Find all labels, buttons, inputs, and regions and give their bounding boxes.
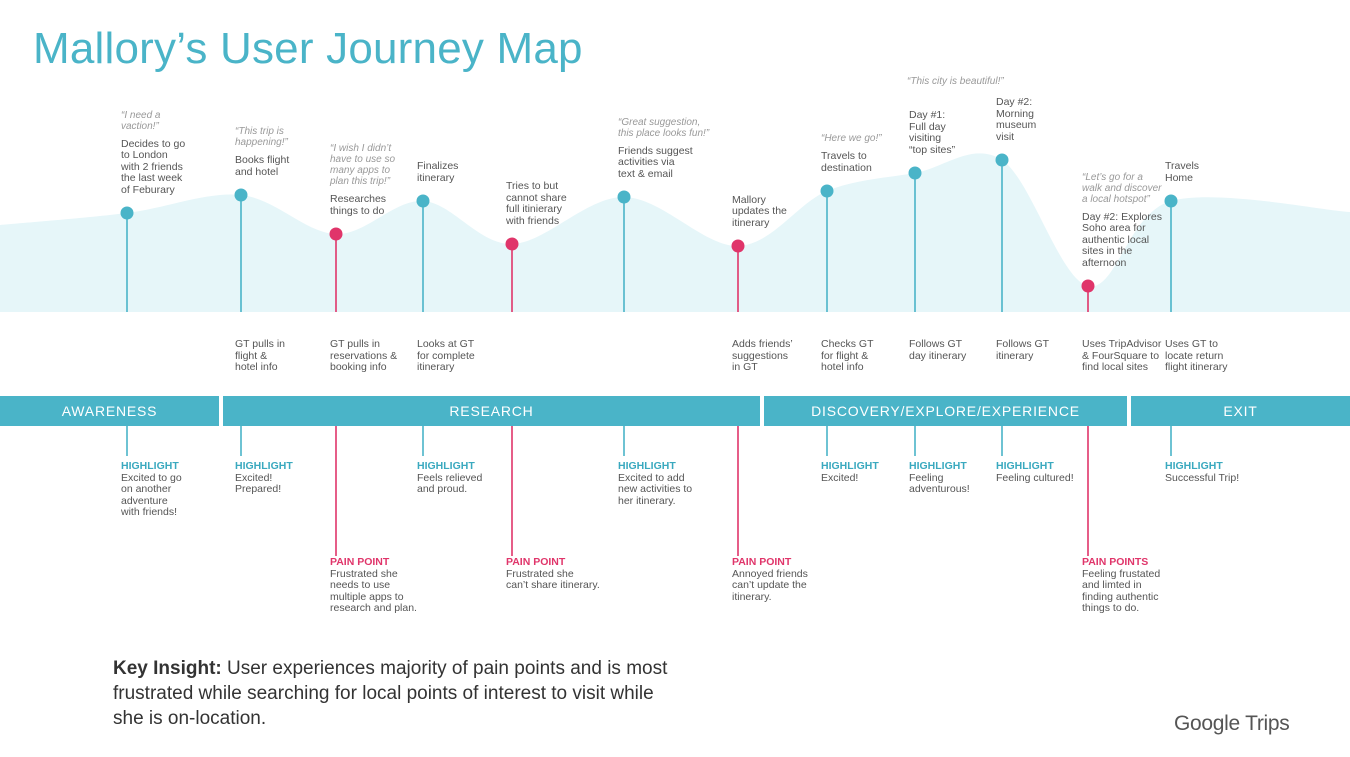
step-12-action: Travels Home <box>1165 160 1200 184</box>
step-2-dot <box>234 188 248 202</box>
step-9-dot <box>908 166 922 180</box>
phase-awareness: AWARENESS <box>0 396 219 426</box>
step-3-quote: “I wish I didn’t have to use so many app… <box>330 143 396 187</box>
step-8-label: HIGHLIGHT <box>821 460 879 472</box>
step-2-feeling: Excited! Prepared! <box>235 471 282 495</box>
step-4-label: HIGHLIGHT <box>417 460 475 472</box>
step-8-dot <box>820 184 834 198</box>
step-11-action: Day #2: Explores Soho area for authentic… <box>1082 210 1162 269</box>
step-4-action: Finalizes itinerary <box>417 160 459 184</box>
step-9-action: Day #1: Full day visiting “top sites” <box>909 109 956 156</box>
key-insight-lead: Key Insight: <box>113 658 222 679</box>
step-1-label: HIGHLIGHT <box>121 460 179 472</box>
step-7-feeling: Annoyed friends can’t update the itinera… <box>732 567 808 603</box>
journey-curve-area <box>0 153 1350 312</box>
step-7-tool: Adds friends’ suggestions in GT <box>732 338 793 373</box>
step-4-tool: Looks at GT for complete itinerary <box>417 338 475 373</box>
step-2-tool: GT pulls in flight & hotel info <box>235 338 285 373</box>
google-trips-logo: Google Trips <box>1174 712 1290 736</box>
step-2-label: HIGHLIGHT <box>235 460 293 472</box>
step-3-label: PAIN POINT <box>330 556 390 568</box>
step-1-feeling: Excited to go on another adventure with … <box>121 471 182 518</box>
step-10-action: Day #2: Morning museum visit <box>996 96 1037 143</box>
page-title: Mallory’s User Journey Map <box>33 24 583 73</box>
logo-brand: Google <box>1174 712 1240 735</box>
key-insight-text: User experiences majority of pain points… <box>113 658 668 729</box>
step-9-feeling: Feeling adventurous! <box>909 471 970 495</box>
step-1-dot <box>120 206 134 220</box>
step-2-action: Books flight and hotel <box>235 154 290 178</box>
step-11-quote: “Let’s go for a walk and discover a loca… <box>1082 171 1162 205</box>
step-1-action: Decides to go to London with 2 friends t… <box>121 137 186 196</box>
step-4-feeling: Feels relieved and proud. <box>417 471 483 495</box>
step-11-dot <box>1081 279 1095 293</box>
step-12-tool: Uses GT to locate return flight itinerar… <box>1165 338 1228 373</box>
step-10-label: HIGHLIGHT <box>996 460 1054 472</box>
step-6-feeling: Excited to add new activities to her iti… <box>618 471 693 507</box>
step-8-feeling: Excited! <box>821 471 859 484</box>
phase-exit: EXIT <box>1131 396 1350 426</box>
step-3-feeling: Frustrated she needs to use multiple app… <box>330 567 417 614</box>
top-quote: “This city is beautiful!” <box>907 76 1004 87</box>
step-10-dot <box>995 153 1009 167</box>
step-9-label: HIGHLIGHT <box>909 460 967 472</box>
key-insight: Key Insight: User experiences majority o… <box>113 656 673 731</box>
step-4-dot <box>416 194 430 208</box>
step-6-action: Friends suggest activities via text & em… <box>618 144 693 180</box>
step-12-label: HIGHLIGHT <box>1165 460 1223 472</box>
step-3-tool: GT pulls in reservations & booking info <box>330 338 398 373</box>
step-5-feeling: Frustrated she can’t share itinerary. <box>506 567 600 591</box>
step-9-tool: Follows GT day itinerary <box>909 338 967 362</box>
logo-product: Trips <box>1245 712 1290 735</box>
step-2-quote: “This trip is happening!” <box>235 126 288 148</box>
phase-research: RESEARCH <box>223 396 760 426</box>
step-5-action: Tries to but cannot share full itinierar… <box>506 180 567 227</box>
step-7-label: PAIN POINT <box>732 556 792 568</box>
step-5-dot <box>505 237 519 251</box>
phase-discovery-explore-experience: DISCOVERY/EXPLORE/EXPERIENCE <box>764 396 1127 426</box>
step-7-dot <box>731 239 745 253</box>
step-12-dot <box>1164 194 1178 208</box>
step-6-label: HIGHLIGHT <box>618 460 676 472</box>
step-12-feeling: Successful Trip! <box>1165 471 1240 484</box>
step-8-action: Travels to destination <box>821 150 872 174</box>
step-3-dot <box>329 227 343 241</box>
step-10-tool: Follows GT itinerary <box>996 338 1050 362</box>
step-11-label: PAIN POINTS <box>1082 556 1149 568</box>
step-3-action: Researches things to do <box>330 193 387 217</box>
step-8-quote: “Here we go!” <box>821 133 882 144</box>
step-10-feeling: Feeling cultured! <box>996 471 1074 484</box>
step-6-quote: “Great suggestion, this place looks fun!… <box>618 116 710 139</box>
step-8-tool: Checks GT for flight & hotel info <box>821 338 874 373</box>
step-1-quote: “I need a vaction!” <box>121 109 161 132</box>
step-11-feeling: Feeling frustated and limted in finding … <box>1082 567 1161 614</box>
step-5-label: PAIN POINT <box>506 556 566 568</box>
step-6-dot <box>617 190 631 204</box>
step-11-tool: Uses TripAdvisor & FourSquare to find lo… <box>1082 338 1162 373</box>
step-7-action: Mallory updates the itinerary <box>732 193 787 229</box>
